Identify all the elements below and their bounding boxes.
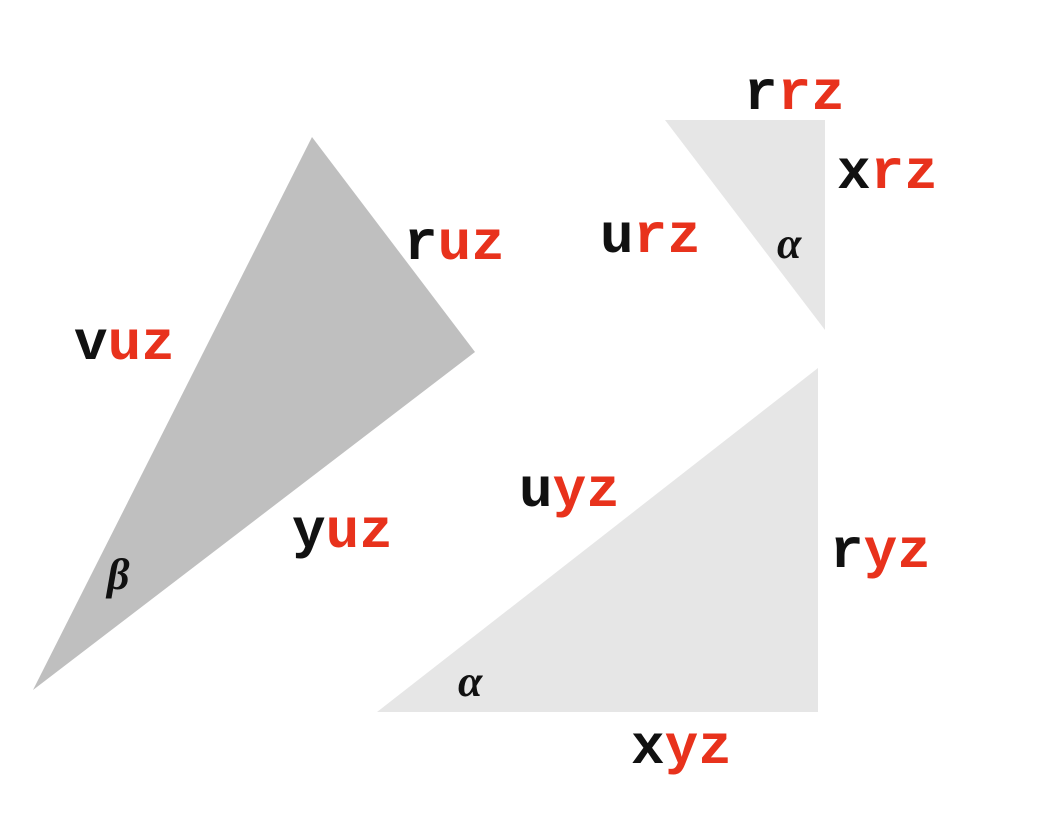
label-vuz: vuz [74, 312, 175, 376]
angle-alpha-top: α [777, 219, 802, 268]
angle-beta: β [107, 550, 130, 599]
label-yuz: yuz [292, 500, 393, 564]
dark-triangle [33, 137, 475, 690]
label-uyz: uyz [519, 459, 620, 523]
label-xyz: xyz [631, 716, 732, 780]
label-rrz: rrz [744, 62, 845, 126]
label-ruz: ruz [404, 212, 505, 276]
small-light-triangle [665, 120, 825, 330]
label-xrz: xrz [837, 141, 938, 205]
label-urz: urz [600, 205, 701, 269]
large-light-triangle [377, 368, 818, 712]
angle-alpha-bottom: α [458, 657, 483, 706]
label-ryz: ryz [830, 520, 931, 584]
